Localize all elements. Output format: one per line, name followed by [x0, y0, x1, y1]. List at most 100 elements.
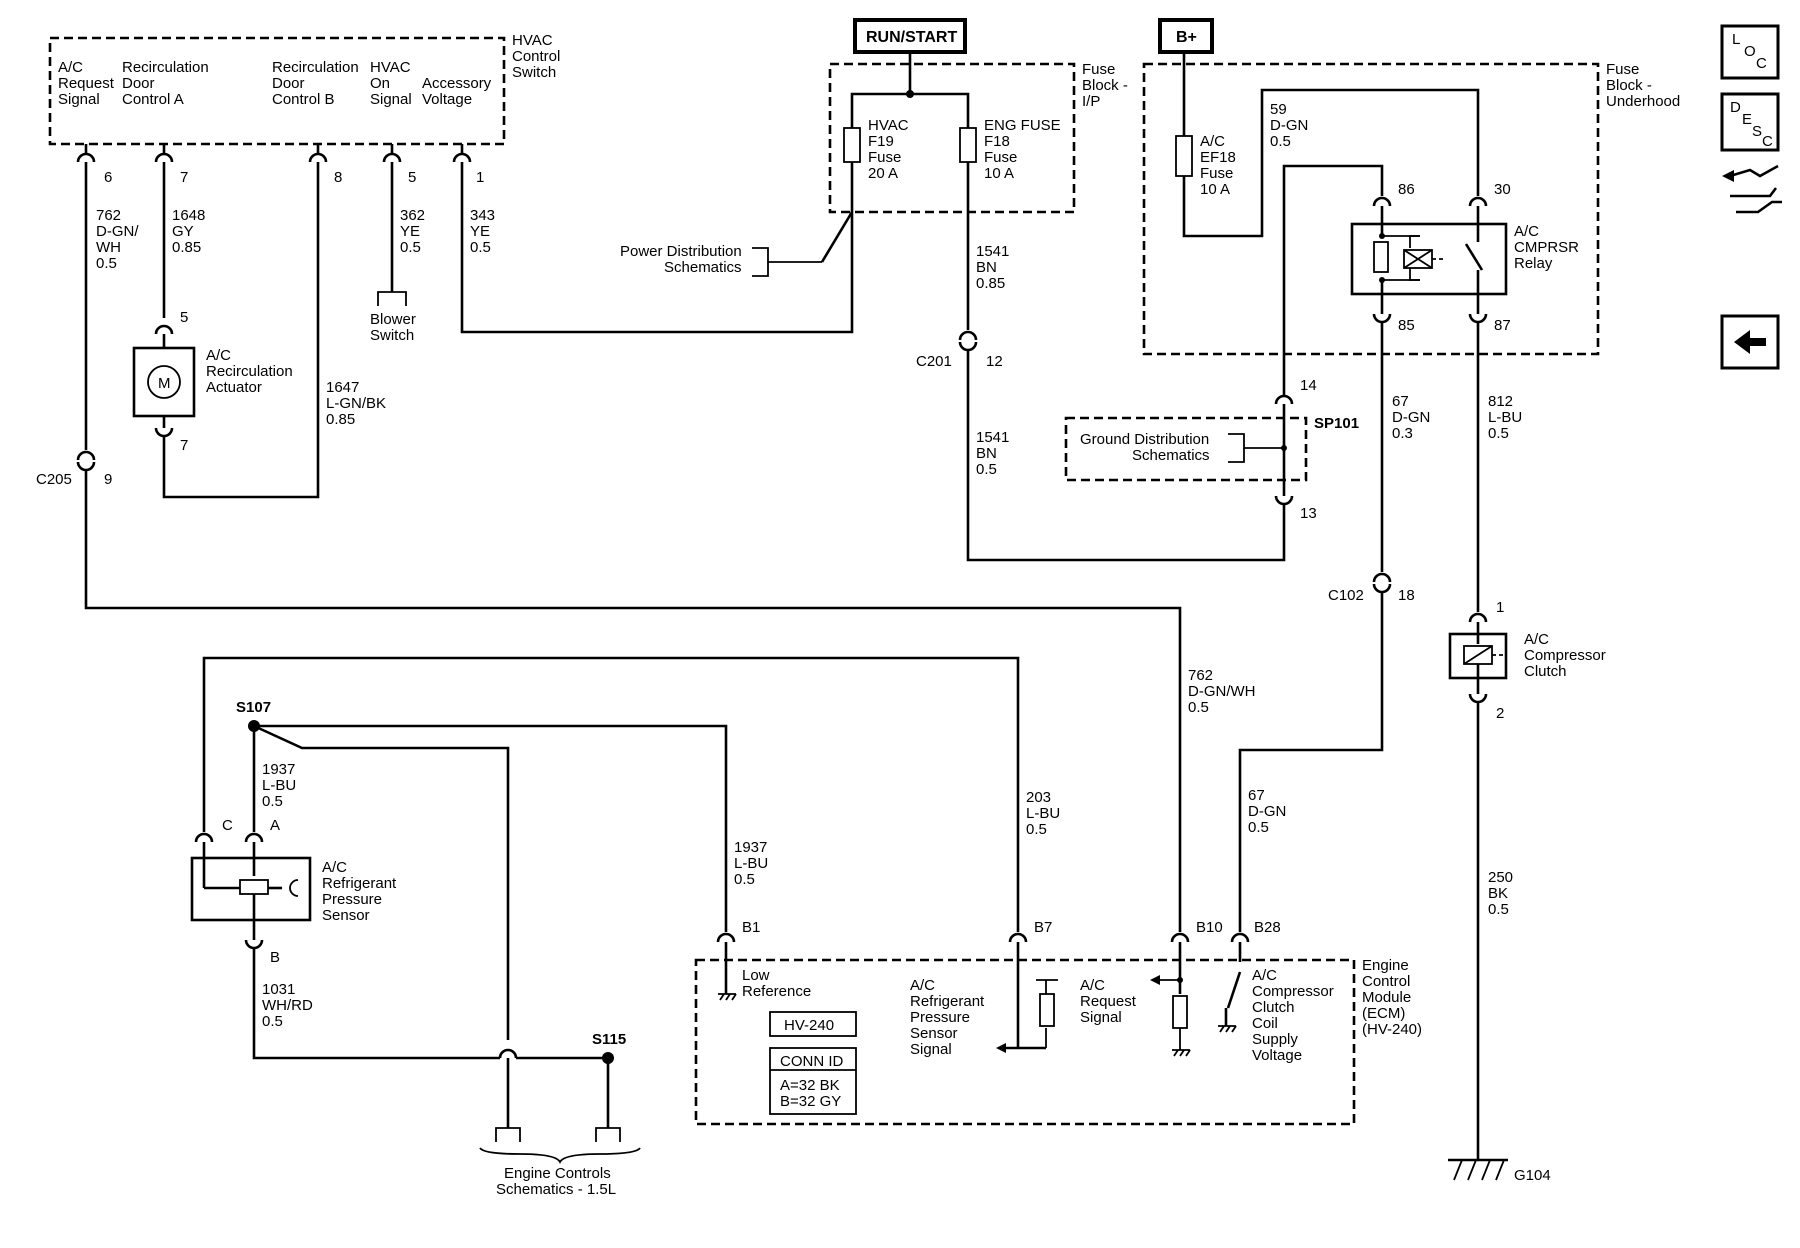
wire-label-250: 250 BK 0.5 [1488, 869, 1513, 918]
conn-id-header: CONN ID [780, 1053, 844, 1070]
svg-text:0.3: 0.3 [1392, 425, 1413, 442]
bplus-label: B+ [1176, 29, 1197, 46]
wire-label-203: 203 L-BU 0.5 [1026, 789, 1060, 838]
pin-number-1: 1 [476, 169, 484, 186]
ecm-pin-b7: B7 [1034, 919, 1052, 936]
svg-text:Pressure: Pressure [910, 1009, 970, 1026]
svg-text:O: O [1744, 43, 1756, 60]
motor-icon [147, 365, 181, 399]
svg-text:A/C: A/C [1252, 967, 1277, 984]
wire-label-1647: 1647 L-GN/BK 0.85 [326, 379, 386, 428]
svg-text:0.5: 0.5 [1248, 819, 1269, 836]
loc-button[interactable]: L O C [1720, 24, 1780, 80]
svg-text:1937: 1937 [734, 839, 767, 856]
svg-text:10 A: 10 A [1200, 181, 1230, 198]
svg-text:0.5: 0.5 [262, 793, 283, 810]
svg-text:1648: 1648 [172, 207, 205, 224]
c201-pin: 12 [986, 353, 1003, 370]
svg-text:Control B: Control B [272, 91, 335, 108]
harness-button[interactable] [1722, 164, 1782, 214]
power-distribution-ref[interactable]: Power Distribution Schematics [620, 243, 742, 276]
hv240-label: HV-240 [784, 1017, 834, 1034]
relay-pin-85: 85 [1398, 317, 1415, 334]
blower-switch-label: Blower Switch [370, 311, 416, 344]
hvac-pin-label-recirc-b: Recirculation Door Control B [272, 59, 359, 108]
svg-text:Recirculation: Recirculation [272, 59, 359, 76]
svg-text:Supply: Supply [1252, 1031, 1298, 1048]
fuse-f19-icon [843, 127, 861, 163]
svg-text:Sensor: Sensor [910, 1025, 958, 1042]
svg-text:F19: F19 [868, 133, 894, 150]
svg-text:1541: 1541 [976, 429, 1009, 446]
svg-text:0.5: 0.5 [1026, 821, 1047, 838]
wire-label-1031: 1031 WH/RD 0.5 [262, 981, 313, 1030]
svg-text:YE: YE [470, 223, 490, 240]
ground-distribution-ref[interactable]: Ground Distribution Schematics [1080, 431, 1210, 464]
clutch-pin-2: 2 [1496, 705, 1504, 722]
svg-text:Recirculation: Recirculation [206, 363, 293, 380]
svg-text:C: C [1756, 55, 1767, 72]
sensor-label: A/C Refrigerant Pressure Sensor [322, 859, 397, 924]
svg-text:Schematics: Schematics [1132, 447, 1210, 464]
back-button[interactable] [1720, 314, 1780, 370]
svg-text:1031: 1031 [262, 981, 295, 998]
wire-label-1541-a: 1541 BN 0.85 [976, 243, 1009, 292]
pin-number-7: 7 [180, 169, 188, 186]
svg-text:(ECM): (ECM) [1362, 1005, 1405, 1022]
svg-text:10 A: 10 A [984, 165, 1014, 182]
svg-text:343: 343 [470, 207, 495, 224]
hvac-title: HVAC Control Switch [512, 32, 560, 81]
pin-1-connector [452, 152, 472, 163]
clutch-pin-1: 1 [1496, 599, 1504, 616]
svg-text:59: 59 [1270, 101, 1287, 118]
ac-fuse-label: A/C EF18 Fuse 10 A [1200, 133, 1236, 198]
c102-label: C102 [1328, 587, 1364, 604]
svg-text:0.5: 0.5 [1488, 901, 1509, 918]
desc-button[interactable]: D E S C [1720, 92, 1780, 152]
svg-text:Module: Module [1362, 989, 1411, 1006]
clutch-label: A/C Compressor Clutch [1524, 631, 1606, 680]
svg-text:0.5: 0.5 [976, 461, 997, 478]
svg-text:Ground Distribution: Ground Distribution [1080, 431, 1209, 448]
ecm-ground-icon-b10 [1172, 1049, 1191, 1057]
svg-text:L-GN/BK: L-GN/BK [326, 395, 386, 412]
svg-text:250: 250 [1488, 869, 1513, 886]
svg-text:1647: 1647 [326, 379, 359, 396]
relay-pin-86: 86 [1398, 181, 1415, 198]
actuator-pin-7 [154, 427, 174, 438]
svg-text:0.85: 0.85 [172, 239, 201, 256]
svg-text:E: E [1742, 111, 1752, 128]
svg-text:Fuse: Fuse [1606, 61, 1639, 78]
svg-text:67: 67 [1248, 787, 1265, 804]
relay-pin-30: 30 [1494, 181, 1511, 198]
fuse-f18-icon [959, 127, 977, 163]
svg-text:CMPRSR: CMPRSR [1514, 239, 1579, 256]
hvac-fuse-label: HVAC F19 Fuse 20 A [868, 117, 909, 182]
svg-text:0.5: 0.5 [400, 239, 421, 256]
svg-text:Control A: Control A [122, 91, 184, 108]
engine-controls-ref[interactable]: Engine Controls Schematics - 1.5L [496, 1165, 616, 1198]
pin-5-connector [382, 152, 402, 163]
wire-label-762: 762 D-GN/ WH 0.5 [96, 207, 139, 272]
svg-text:0.5: 0.5 [734, 871, 755, 888]
svg-text:Fuse: Fuse [1082, 61, 1115, 78]
hv240-label-box [769, 1011, 857, 1037]
loc-icon: L O C [1732, 31, 1767, 72]
wire-label-762-b: 762 D-GN/WH 0.5 [1188, 667, 1256, 716]
wire-label-343: 343 YE 0.5 [470, 207, 495, 256]
ecm-pin-b28: B28 [1254, 919, 1281, 936]
svg-text:Power Distribution: Power Distribution [620, 243, 742, 260]
svg-text:BK: BK [1488, 885, 1508, 902]
svg-text:L: L [1732, 31, 1740, 48]
svg-text:I/P: I/P [1082, 93, 1100, 110]
svg-text:Switch: Switch [512, 64, 556, 81]
s107-label: S107 [236, 699, 271, 716]
svg-text:Refrigerant: Refrigerant [322, 875, 397, 892]
svg-text:0.5: 0.5 [1270, 133, 1291, 150]
pin-6-connector [76, 152, 96, 163]
svg-text:D-GN/WH: D-GN/WH [1188, 683, 1256, 700]
motor-symbol: M [158, 375, 171, 392]
svg-text:Control: Control [1362, 973, 1410, 990]
svg-text:Switch: Switch [370, 327, 414, 344]
svg-text:BN: BN [976, 259, 997, 276]
